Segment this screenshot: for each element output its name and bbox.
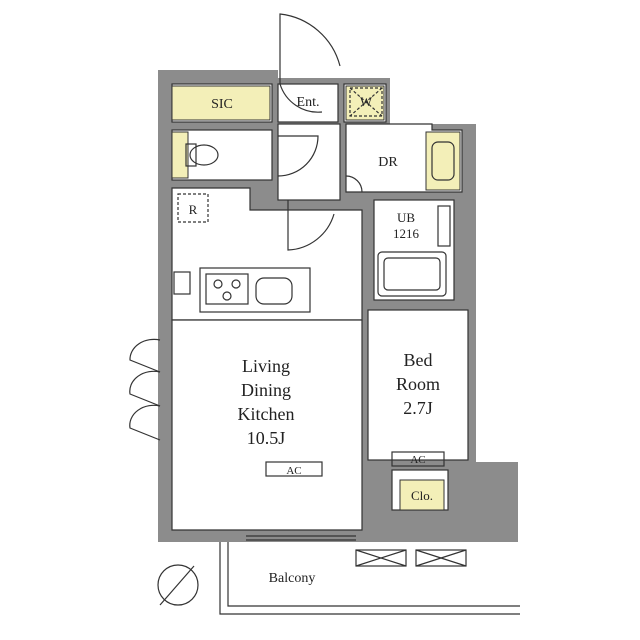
bedroom-ac-box bbox=[391, 451, 445, 467]
outdoor-unit-1-x2 bbox=[355, 549, 407, 567]
balcony-inner-rail bbox=[227, 542, 520, 607]
balcony bbox=[219, 535, 520, 615]
stove-top bbox=[205, 273, 249, 305]
toilet-door-swing bbox=[277, 135, 319, 177]
fridge-box bbox=[177, 193, 209, 223]
outdoor-unit-2-x2 bbox=[415, 549, 467, 567]
unit-bath-area bbox=[373, 199, 455, 301]
burner-1 bbox=[213, 279, 223, 289]
label-bedroom-line1: Bed bbox=[404, 350, 433, 370]
label-bedroom-line2: Room bbox=[396, 374, 440, 394]
closet-fill bbox=[399, 479, 445, 511]
labels: SIC Ent. W DR R UB 1216 Living Dining Ki… bbox=[189, 94, 440, 586]
fixtures bbox=[173, 87, 455, 477]
storage-highlights bbox=[171, 85, 461, 511]
ldk-fold-door-2 bbox=[129, 370, 161, 407]
kitchen-sink bbox=[255, 277, 293, 305]
compass-circle bbox=[157, 564, 199, 606]
toilet-side-fill bbox=[171, 131, 189, 179]
compass bbox=[157, 564, 199, 606]
ub-wash-space bbox=[437, 205, 451, 247]
counter-side-box bbox=[173, 271, 191, 295]
dr-door-swing bbox=[345, 175, 363, 193]
sic-fill bbox=[171, 85, 271, 121]
burner-3 bbox=[222, 291, 232, 301]
label-unit-bath: UB bbox=[397, 210, 415, 225]
label-ldk-line1: Living bbox=[242, 356, 290, 376]
label-ldk-line2: Dining bbox=[241, 380, 291, 400]
label-ldk-size: 10.5J bbox=[247, 428, 286, 448]
toilet-bowl bbox=[189, 144, 219, 166]
label-refrigerator: R bbox=[189, 202, 198, 217]
label-entrance: Ent. bbox=[297, 95, 320, 110]
bedroom-area bbox=[367, 309, 469, 461]
kitchen-counter bbox=[199, 267, 311, 313]
burner-2 bbox=[231, 279, 241, 289]
washer-box bbox=[349, 87, 383, 117]
ldk-fold-door-1 bbox=[129, 338, 161, 373]
label-closet: Clo. bbox=[411, 488, 433, 503]
outdoor-unit-2 bbox=[415, 549, 467, 567]
dr-basin-fill bbox=[425, 131, 461, 191]
basin-sink bbox=[431, 141, 455, 181]
entrance-door-swing bbox=[279, 13, 341, 84]
doors bbox=[129, 13, 363, 441]
toilet-area bbox=[171, 129, 273, 181]
ldk-ac-box bbox=[265, 461, 323, 477]
ent-inner-swing bbox=[279, 83, 323, 113]
toilet-tank bbox=[185, 143, 197, 167]
washer-cross-2 bbox=[349, 87, 383, 117]
label-dressing-room: DR bbox=[378, 155, 398, 170]
outdoor-unit-1 bbox=[355, 549, 407, 567]
label-ldk-line3: Kitchen bbox=[238, 404, 295, 424]
label-ldk-ac: AC bbox=[286, 465, 301, 477]
label-unit-bath-size: 1216 bbox=[393, 226, 420, 241]
ldk-area bbox=[171, 319, 363, 531]
label-bedroom-ac: AC bbox=[410, 454, 425, 466]
bathtub bbox=[377, 251, 447, 297]
label-bedroom-size: 2.7J bbox=[403, 398, 433, 418]
label-washer: W bbox=[360, 94, 373, 109]
label-sic: SIC bbox=[211, 97, 233, 112]
ldk-fold-door-3 bbox=[129, 404, 161, 441]
compass-needle bbox=[159, 565, 195, 606]
balcony-rail bbox=[219, 542, 520, 615]
label-balcony: Balcony bbox=[269, 571, 316, 586]
entrance-area bbox=[277, 83, 339, 123]
corridor-door-swing bbox=[287, 200, 335, 251]
bathtub-inner bbox=[383, 257, 441, 291]
